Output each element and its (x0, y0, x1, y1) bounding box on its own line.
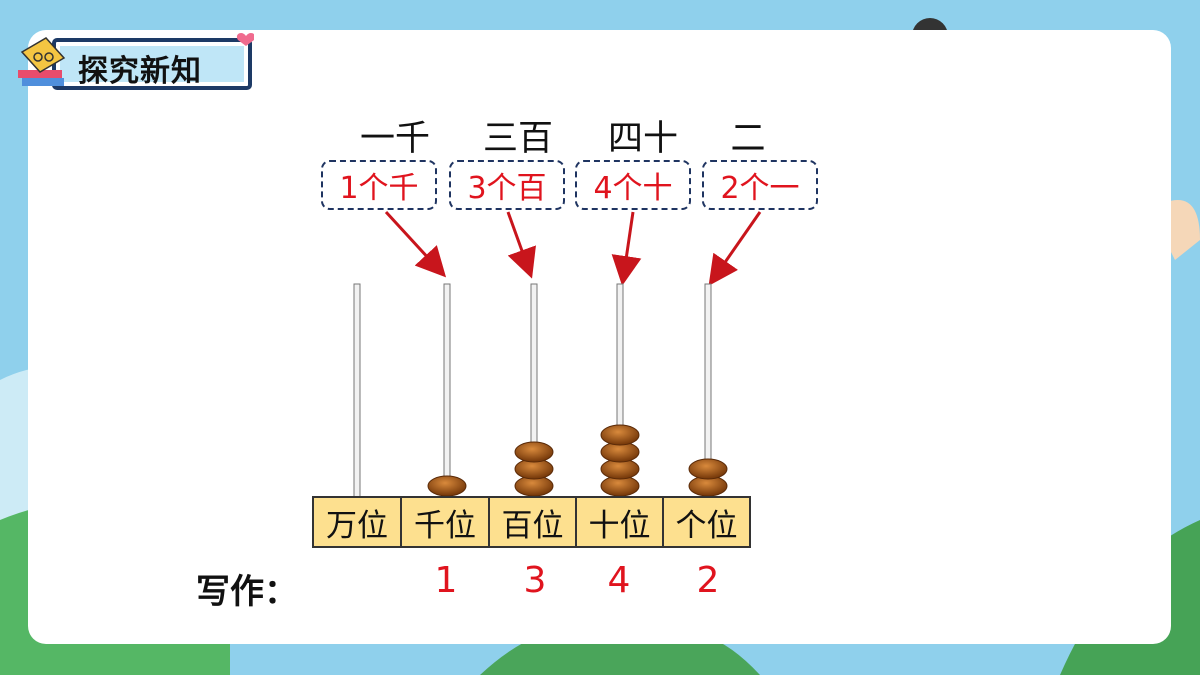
heart-icon (237, 33, 254, 46)
digit-thousands: 1 (434, 560, 458, 601)
place-cell-hundreds: 百位 (488, 496, 577, 548)
write-label: 写作： (196, 572, 298, 612)
digit-ones: 2 (696, 560, 720, 601)
number-word-ones: 二 (730, 119, 766, 159)
place-cell-thousands: 千位 (400, 496, 490, 548)
place-cell-ones: 个位 (662, 496, 751, 548)
page-title: 探究新知 (78, 54, 202, 89)
digit-tens: 4 (607, 560, 631, 601)
count-box-thousands: 1个千 (321, 160, 437, 210)
count-box-tens: 4个十 (575, 160, 691, 210)
place-cell-tens: 十位 (575, 496, 664, 548)
title-badge (18, 33, 254, 90)
count-box-ones: 2个一 (702, 160, 818, 210)
number-word-hundreds: 三百 (482, 119, 553, 159)
place-value-row: 万位 千位 百位 十位 个位 (312, 496, 751, 548)
count-box-hundreds: 3个百 (449, 160, 565, 210)
book-stack-icon (18, 37, 66, 86)
number-word-thousands: 一千 (359, 119, 430, 159)
place-cell-ten-thousands: 万位 (312, 496, 402, 548)
number-word-tens: 四十 (607, 119, 678, 159)
digit-hundreds: 3 (523, 560, 547, 601)
